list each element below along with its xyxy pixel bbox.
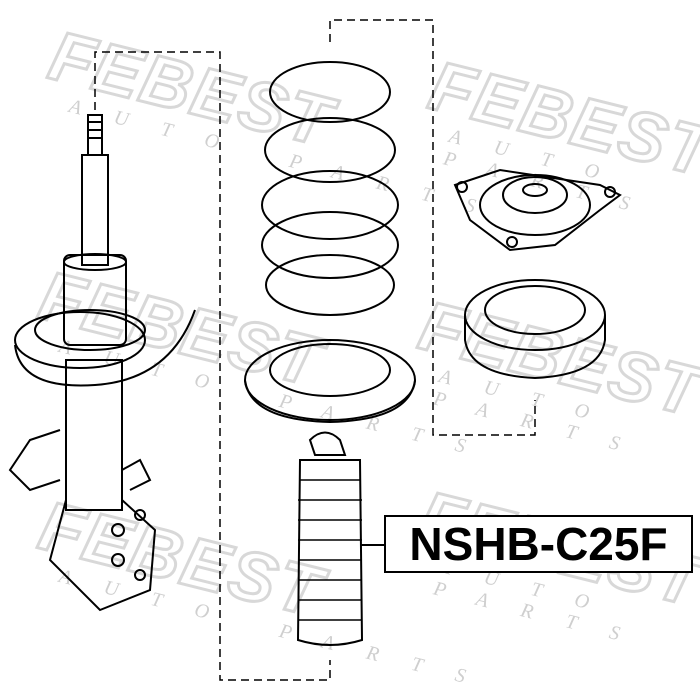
strut-mount	[453, 168, 622, 252]
spring-seat	[244, 339, 416, 424]
strut-bearing	[464, 279, 606, 380]
part-number-label: NSHB-C25F	[384, 515, 693, 573]
coil-spring	[261, 61, 399, 316]
dust-boot	[296, 431, 364, 646]
shock-absorber	[8, 114, 196, 612]
group-outline	[94, 19, 536, 681]
